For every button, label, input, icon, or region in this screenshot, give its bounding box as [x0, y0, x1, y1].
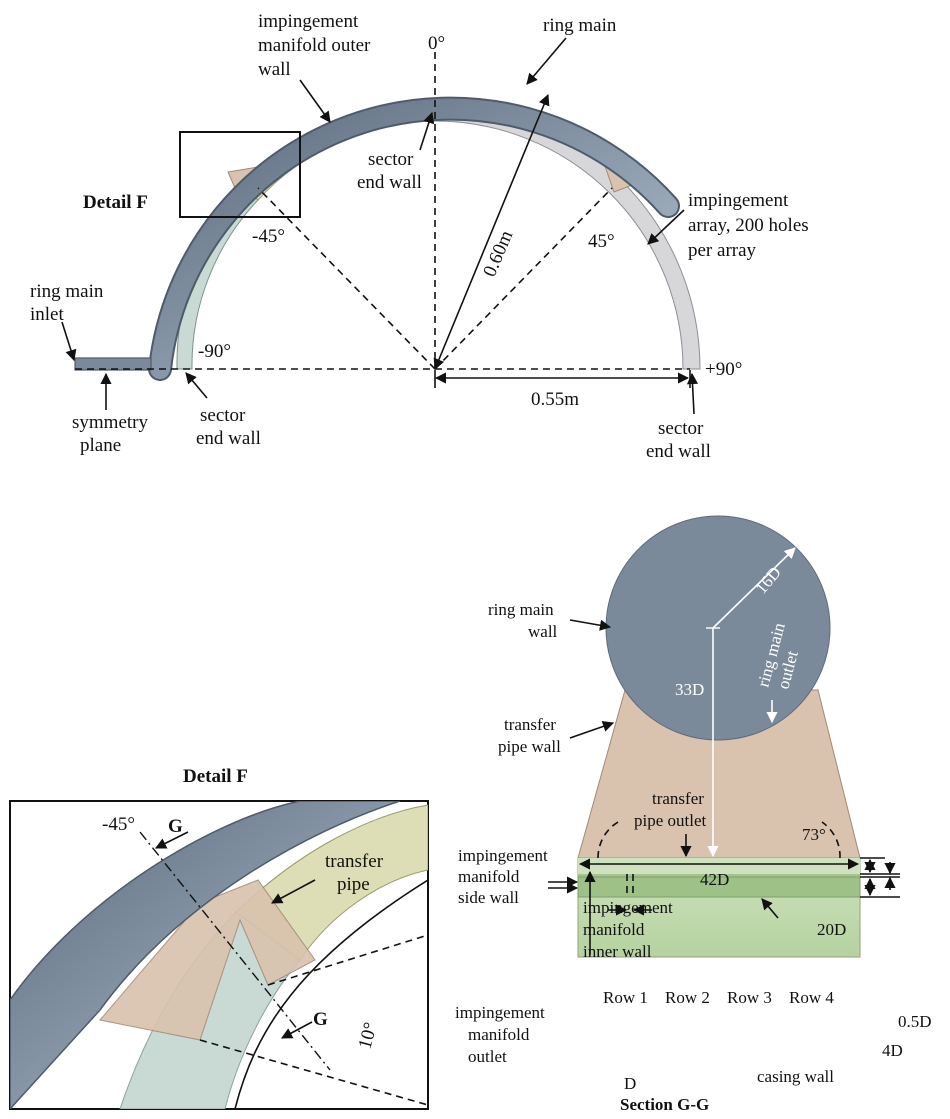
label-radius: 0.60m — [479, 227, 517, 280]
angle-arc-left — [597, 821, 619, 859]
angle-arc-right — [821, 821, 841, 859]
leader-ring-main — [526, 37, 567, 85]
arrow-16d — [712, 547, 796, 629]
leader-outer-wall — [299, 79, 331, 123]
label-42d: 42D — [700, 870, 729, 889]
label-inlet-2: inlet — [30, 304, 64, 325]
leader-inlet — [61, 321, 77, 362]
label-plus45: 45° — [588, 231, 615, 252]
detail-label-transfer-pipe-1: transfer — [325, 851, 384, 872]
label-sector-left-1: sector — [200, 405, 246, 426]
leader-array — [647, 209, 685, 245]
leader-sector-right — [686, 372, 699, 415]
label-ring-main: ring main — [543, 15, 617, 36]
radius-arrow — [433, 93, 550, 371]
detail-g-arrow-bottom — [281, 1021, 313, 1039]
label-33d: 33D — [675, 680, 704, 699]
label-half-d: 0.5D — [898, 1012, 932, 1031]
label-side-wall-2: manifold — [458, 867, 520, 886]
label-transfer-pipe-outlet-1: transfer — [652, 789, 704, 808]
label-transfer-pipe-outlet-2: pipe outlet — [634, 811, 707, 830]
leader-transfer-pipe-wall — [569, 721, 615, 739]
leader-sector-left — [185, 372, 208, 399]
leader-ring-main-wall — [569, 619, 612, 631]
detail-label-g-bottom: G — [313, 1009, 328, 1030]
label-4d: 4D — [882, 1041, 903, 1060]
casing-gap — [578, 874, 860, 877]
label-sector-right-1: sector — [658, 418, 704, 439]
section-gg-title: Section G-G — [620, 1095, 709, 1114]
detail-f: Detail F -45° G G transfer pipe 10° — [9, 766, 429, 1110]
label-row-1: Row 1 — [603, 988, 648, 1007]
top-view: ring main impingement manifold outer wal… — [30, 11, 809, 462]
detail-f-box — [179, 131, 301, 218]
label-minus90: -90° — [198, 341, 231, 362]
label-detail-f: Detail F — [83, 192, 148, 213]
label-inlet-1: ring main — [30, 281, 104, 302]
leader-casing-wall — [761, 898, 779, 919]
detail-label-g-top: G — [168, 816, 183, 837]
label-inner-wall-3: inner wall — [583, 942, 652, 961]
detail-ring-main — [10, 801, 401, 1109]
label-outer-wall-1: impingement — [258, 11, 359, 32]
label-row-4: Row 4 — [789, 988, 834, 1007]
label-half-width: 0.55m — [531, 389, 579, 410]
detail-leader-transfer-pipe — [271, 879, 316, 904]
label-outlet-1: impingement — [455, 1003, 545, 1022]
label-zero-deg: 0° — [428, 33, 445, 54]
detail-groove-line — [234, 879, 428, 1109]
label-outer-wall-2: manifold outer — [258, 35, 371, 56]
label-plus90: +90° — [705, 359, 742, 380]
minus45-line — [257, 187, 436, 370]
detail-f-title: Detail F — [183, 766, 248, 787]
label-outlet-3: outlet — [468, 1047, 507, 1066]
detail-label-minus45: -45° — [102, 814, 135, 835]
label-array-2: array, 200 holes — [688, 215, 809, 236]
label-73: 73° — [802, 825, 826, 844]
detail-g-arrow-top — [154, 831, 189, 849]
label-array-3: per array — [688, 240, 757, 261]
label-outer-wall-3: wall — [258, 59, 291, 80]
label-side-wall-1: impingement — [458, 846, 548, 865]
label-symmetry-2: plane — [80, 435, 121, 456]
label-row-3: Row 3 — [727, 988, 772, 1007]
ring-main-inlet-pipe — [74, 357, 152, 371]
detail-dash-2 — [267, 934, 428, 986]
label-inner-wall-1: impingement — [583, 898, 673, 917]
label-sector-right-2: end wall — [646, 441, 711, 462]
detail-label-transfer-pipe-2: pipe — [337, 874, 370, 895]
label-array-1: impingement — [688, 190, 789, 211]
plus45-line — [434, 187, 613, 370]
label-inner-wall-2: manifold — [583, 920, 645, 939]
label-row-2: Row 2 — [665, 988, 710, 1007]
label-transfer-pipe-wall-1: transfer — [504, 715, 556, 734]
label-transfer-pipe-wall-2: pipe wall — [498, 737, 561, 756]
detail-dash-1 — [199, 1039, 428, 1106]
label-outlet-2: manifold — [468, 1025, 530, 1044]
label-side-wall-3: side wall — [458, 888, 519, 907]
label-sector-left-2: end wall — [196, 428, 261, 449]
label-sector-top-2: end wall — [357, 172, 422, 193]
section-gg: ring main wall 16D 33D ring main outlet … — [455, 515, 932, 1114]
label-symmetry-1: symmetry — [72, 412, 148, 433]
label-sector-top-1: sector — [368, 149, 414, 170]
label-casing-wall: casing wall — [757, 1067, 834, 1086]
label-ring-main-wall-2: wall — [528, 622, 558, 641]
leader-sector-top — [419, 111, 435, 151]
label-d: D — [624, 1074, 636, 1093]
ring-main-tube-fill — [150, 98, 678, 379]
label-minus45: -45° — [252, 226, 285, 247]
label-20d: 20D — [817, 920, 846, 939]
label-ring-main-wall-1: ring main — [488, 600, 554, 619]
